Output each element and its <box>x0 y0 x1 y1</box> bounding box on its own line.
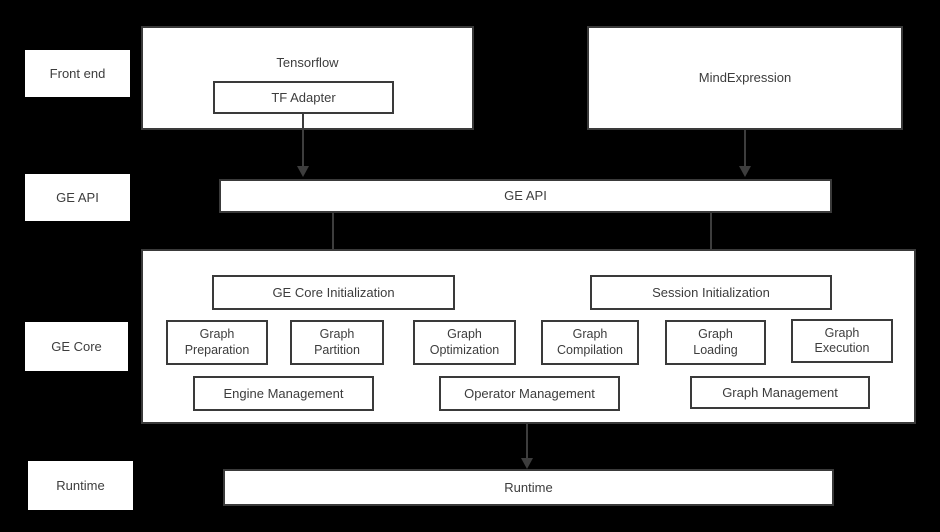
graph-management-box[interactable]: Graph Management <box>690 376 870 409</box>
tensorflow-container: Tensorflow <box>141 26 474 130</box>
graph-management-label: Graph Management <box>722 384 838 400</box>
graph-partition-box[interactable]: Graph Partition <box>290 320 384 365</box>
runtime-bar[interactable]: Runtime <box>223 469 834 506</box>
engine-management-box[interactable]: Engine Management <box>193 376 374 411</box>
layer-label-front-end: Front end <box>25 50 130 97</box>
layer-label-ge-api-text: GE API <box>56 189 99 205</box>
graph-loading-box[interactable]: Graph Loading <box>665 320 766 365</box>
ge-api-bar[interactable]: GE API <box>219 179 832 213</box>
layer-label-ge-core-text: GE Core <box>51 338 102 354</box>
layer-label-front-end-text: Front end <box>49 65 106 81</box>
layer-label-runtime-text: Runtime <box>56 477 105 493</box>
graph-compilation-label: Graph Compilation <box>556 327 623 357</box>
session-initialization-label: Session Initialization <box>652 284 770 300</box>
arrow-tf-adapter-to-ge-api-head <box>297 166 309 177</box>
session-initialization-box[interactable]: Session Initialization <box>590 275 832 310</box>
ge-api-bar-label: GE API <box>504 188 547 204</box>
arrow-mindexpression-to-ge-api-line <box>744 130 746 167</box>
tf-adapter-label: TF Adapter <box>271 89 336 105</box>
graph-execution-label: Graph Execution <box>814 325 870 355</box>
operator-management-box[interactable]: Operator Management <box>439 376 620 411</box>
engine-management-label: Engine Management <box>223 385 344 401</box>
graph-optimization-box[interactable]: Graph Optimization <box>413 320 516 365</box>
ge-core-initialization-label: GE Core Initialization <box>272 284 395 300</box>
mindexpression-label: MindExpression <box>698 70 792 86</box>
layer-label-ge-core: GE Core <box>25 322 128 371</box>
graph-execution-box[interactable]: Graph Execution <box>791 319 893 363</box>
arrow-mindexpression-to-ge-api-head <box>739 166 751 177</box>
graph-compilation-box[interactable]: Graph Compilation <box>541 320 639 365</box>
arrow-ge-core-to-runtime-head <box>521 458 533 469</box>
layer-label-runtime: Runtime <box>28 461 133 510</box>
graph-loading-label: Graph Loading <box>693 327 738 357</box>
ge-core-initialization-box[interactable]: GE Core Initialization <box>212 275 455 310</box>
arrow-ge-core-to-runtime-line <box>526 424 528 458</box>
graph-optimization-label: Graph Optimization <box>429 327 500 357</box>
graph-partition-label: Graph Partition <box>314 327 360 357</box>
layer-label-ge-api: GE API <box>25 174 130 221</box>
arrow-tf-adapter-to-ge-api-line <box>302 114 304 167</box>
mindexpression-box[interactable]: MindExpression <box>587 26 903 130</box>
tensorflow-title: Tensorflow <box>276 55 339 70</box>
graph-preparation-box[interactable]: Graph Preparation <box>166 320 268 365</box>
tf-adapter-box[interactable]: TF Adapter <box>213 81 394 114</box>
operator-management-label: Operator Management <box>464 385 595 401</box>
arrow-ge-api-to-core-init-line <box>332 213 334 263</box>
graph-preparation-label: Graph Preparation <box>184 327 250 357</box>
runtime-bar-label: Runtime <box>504 479 553 495</box>
arrow-ge-api-to-session-init-line <box>710 213 712 263</box>
